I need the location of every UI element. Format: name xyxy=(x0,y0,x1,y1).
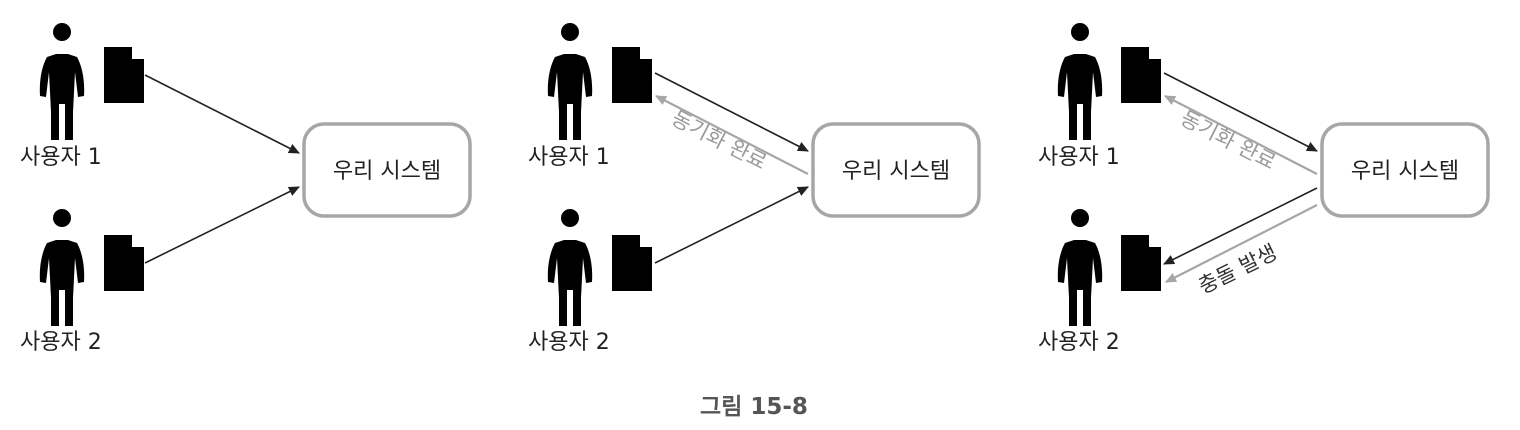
panel-3: 사용자 1 사용자 2 우리 시스템 동기화 완료 충돌 발생 xyxy=(1038,23,1490,355)
user1-to-system-arrow xyxy=(1163,72,1318,152)
user2-document-icon xyxy=(612,235,652,291)
system-label: 우리 시스템 xyxy=(333,159,441,184)
system-box xyxy=(1320,122,1490,218)
user2-person-icon xyxy=(1057,209,1103,326)
user2-to-system-arrow xyxy=(654,186,809,264)
user1-label: 사용자 1 xyxy=(20,145,102,170)
user1-person-icon xyxy=(547,23,593,140)
panel-1: 사용자 1 사용자 2 우리 시스템 xyxy=(20,23,472,355)
sync-done-arrow xyxy=(1164,95,1318,175)
user1-person-icon xyxy=(39,23,85,140)
sync-done-arrow xyxy=(655,95,809,175)
sync-done-label: 동기화 완료 xyxy=(668,106,771,174)
user1-label: 사용자 1 xyxy=(528,145,610,170)
figure-caption: 그림 15-8 xyxy=(700,394,808,420)
user1-to-system-arrow xyxy=(144,74,300,154)
user2-label: 사용자 2 xyxy=(20,330,102,355)
user2-document-icon xyxy=(1121,235,1161,291)
conflict-arrow xyxy=(1165,204,1318,283)
sync-done-label: 동기화 완료 xyxy=(1177,106,1280,174)
user2-label: 사용자 2 xyxy=(528,330,610,355)
conflict-label: 충돌 발생 xyxy=(1195,240,1281,298)
system-to-user2-arrow xyxy=(1163,187,1318,265)
user1-document-icon xyxy=(1121,47,1161,103)
user2-document-icon xyxy=(104,235,144,291)
panel-2: 사용자 1 사용자 2 우리 시스템 동기화 완료 xyxy=(528,23,981,355)
system-box xyxy=(302,122,472,218)
system-box xyxy=(811,122,981,218)
system-label: 우리 시스템 xyxy=(1351,159,1459,184)
user1-person-icon xyxy=(1057,23,1103,140)
user2-person-icon xyxy=(547,209,593,326)
system-label: 우리 시스템 xyxy=(842,159,950,184)
user2-person-icon xyxy=(39,209,85,326)
user1-to-system-arrow xyxy=(654,72,809,152)
user1-document-icon xyxy=(104,47,144,103)
user2-to-system-arrow xyxy=(144,186,300,264)
user1-document-icon xyxy=(612,47,652,103)
user2-label: 사용자 2 xyxy=(1038,330,1120,355)
user1-label: 사용자 1 xyxy=(1038,145,1120,170)
